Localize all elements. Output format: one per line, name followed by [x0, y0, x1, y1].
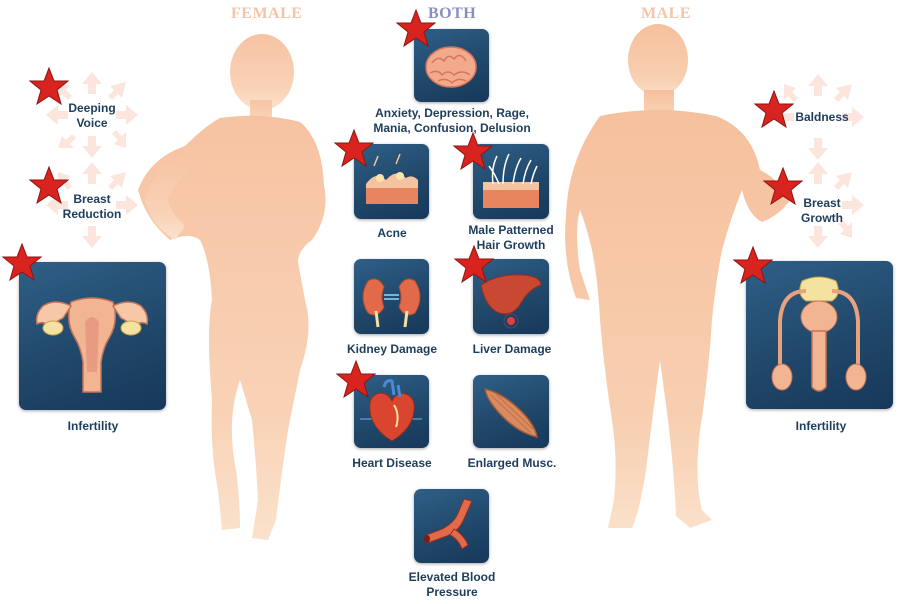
male-silhouette [565, 24, 790, 528]
red-star-icon [334, 128, 374, 168]
star-deeping-voice [29, 66, 69, 106]
male-header: MALE [641, 5, 691, 22]
red-star-icon [336, 359, 376, 399]
tile-kidney [354, 259, 429, 334]
tile-hair-growth [473, 144, 549, 219]
star-baldness [754, 89, 794, 129]
star-heart [336, 359, 376, 399]
red-star-icon [454, 244, 494, 284]
arrow-cluster-breast-growth [770, 160, 866, 250]
label-blood-pressure: Elevated Blood Pressure [408, 570, 496, 599]
label-kidney: Kidney Damage [346, 342, 438, 356]
brain-icon [425, 46, 477, 88]
muscle-icon [484, 388, 538, 438]
tile-male-infertility [746, 261, 893, 409]
heart-icon [360, 379, 422, 442]
red-star-icon [453, 131, 493, 171]
uterus-icon [35, 297, 149, 393]
red-star-icon [29, 66, 69, 106]
label-muscle: Enlarged Musc. [467, 456, 557, 470]
female-header: FEMALE [231, 5, 303, 22]
label-breast-growth: Breast Growth [801, 196, 843, 225]
label-acne: Acne [377, 226, 407, 240]
star-brain [396, 8, 436, 48]
skin-acne-icon [366, 153, 418, 204]
label-hair-growth: Male Patterned Hair Growth [468, 223, 554, 252]
artery-icon [424, 498, 473, 550]
tile-heart [354, 375, 429, 448]
label-male-infertility: Infertility [795, 419, 847, 433]
tile-muscle [473, 375, 549, 448]
label-heart: Heart Disease [352, 456, 432, 470]
female-silhouette [138, 34, 326, 540]
red-star-icon [2, 242, 42, 282]
red-star-icon [763, 166, 803, 206]
label-baldness: Baldness [795, 110, 849, 124]
label-female-infertility: Infertility [67, 419, 119, 433]
male-reproductive-icon [771, 276, 867, 392]
star-male-infertility [733, 245, 773, 285]
kidney-icon [362, 278, 421, 328]
liver-icon [480, 274, 542, 329]
tile-female-infertility [19, 262, 166, 410]
label-breast-reduction: Breast Reduction [62, 192, 122, 221]
tile-blood-pressure [414, 489, 489, 563]
label-brain: Anxiety, Depression, Rage, Mania, Confus… [373, 106, 531, 135]
red-star-icon [29, 165, 69, 205]
star-breast-reduction [29, 165, 69, 205]
star-acne [334, 128, 374, 168]
red-star-icon [754, 89, 794, 129]
red-star-icon [733, 245, 773, 285]
hair-follicle-icon [483, 153, 539, 208]
label-liver: Liver Damage [472, 342, 552, 356]
tile-acne [354, 144, 429, 219]
red-star-icon [396, 8, 436, 48]
tile-liver [473, 259, 549, 334]
both-header: BOTH [428, 5, 477, 22]
arrow-icon [808, 162, 864, 248]
label-deeping-voice: Deeping Voice [68, 101, 116, 130]
star-liver [454, 244, 494, 284]
star-breast-growth [763, 166, 803, 206]
star-hair-growth [453, 131, 493, 171]
star-female-infertility [2, 242, 42, 282]
